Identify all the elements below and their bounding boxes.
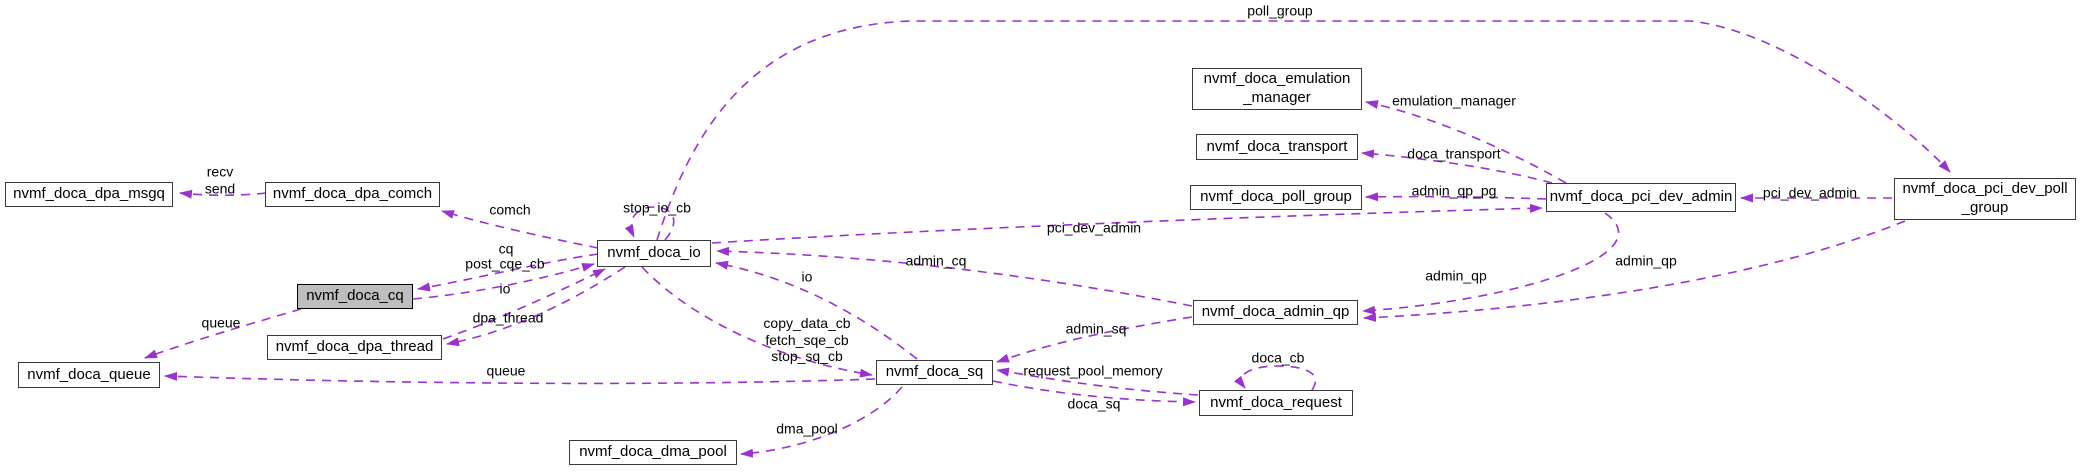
edge-label-dpa-thread: dpa_thread [472, 309, 544, 326]
node-nvmf-doca-cq: nvmf_doca_cq [297, 284, 413, 309]
edge-label-pci-dev-admin-right: pci_dev_admin [1762, 184, 1858, 201]
node-nvmf-doca-dpa-thread[interactable]: nvmf_doca_dpa_thread [267, 335, 442, 360]
edge-sq-to-dma-pool [740, 386, 903, 458]
edge-request-to-sq [996, 367, 1199, 396]
node-nvmf-doca-pci-dev-poll-group[interactable]: nvmf_doca_pci_dev_poll _group [1894, 178, 2076, 220]
node-nvmf-doca-dpa-msgq[interactable]: nvmf_doca_dpa_msgq [5, 182, 173, 207]
edge-label-dma-pool: dma_pool [776, 420, 838, 437]
node-nvmf-doca-emulation-manager[interactable]: nvmf_doca_emulation _manager [1192, 68, 1362, 110]
edge-label-admin-qp-pg: admin_qp_pg [1411, 182, 1497, 199]
edge-label-comch: comch [489, 201, 531, 218]
edge-label-queue-left: queue [201, 314, 241, 331]
node-nvmf-doca-pci-dev-admin[interactable]: nvmf_doca_pci_dev_admin [1546, 183, 1736, 212]
edge-pci-dev-poll-group-to-admin-qp [1363, 220, 1906, 322]
edge-cq-to-queue [144, 308, 302, 359]
edge-comch-to-msgq [179, 189, 267, 199]
edge-label-post-cqe-cb: post_cqe_cb [465, 255, 545, 272]
node-nvmf-doca-poll-group[interactable]: nvmf_doca_poll_group [1190, 185, 1362, 210]
edge-label-doca-sq: doca_sq [1067, 395, 1121, 412]
edge-label-request-pool-memory: request_pool_memory [1023, 362, 1163, 379]
edge-cq-to-io [412, 263, 595, 300]
node-nvmf-doca-admin-qp[interactable]: nvmf_doca_admin_qp [1193, 300, 1358, 325]
edge-io-to-comch [441, 210, 599, 249]
edge-label-admin-qp-b: admin_qp [1615, 252, 1677, 269]
edge-label-stop-io-cb: stop_io_cb [623, 199, 691, 216]
node-nvmf-doca-request[interactable]: nvmf_doca_request [1199, 390, 1353, 416]
node-nvmf-doca-transport[interactable]: nvmf_doca_transport [1196, 134, 1358, 160]
node-nvmf-doca-queue[interactable]: nvmf_doca_queue [18, 362, 160, 388]
edge-label-queue-center: queue [486, 362, 526, 379]
edge-pci-dev-admin-to-poll-group [1365, 192, 1547, 202]
edge-label-doca-cb: doca_cb [1251, 349, 1305, 366]
edge-label-poll-group: poll_group [1247, 2, 1313, 19]
edge-sq-to-request [992, 380, 1196, 407]
edge-io-to-dpa-thread [446, 266, 626, 347]
edge-io-to-cq [417, 253, 599, 292]
edge-request-self-loop-doca-cb [1234, 365, 1317, 391]
edge-label-pci-dev-admin-left: pci_dev_admin [1046, 219, 1142, 236]
edge-sq-to-queue [164, 371, 876, 385]
node-nvmf-doca-io[interactable]: nvmf_doca_io [597, 240, 711, 267]
edge-label-admin-cq: admin_cq [905, 252, 967, 269]
edge-io-self-loop-stop-io-cb [624, 206, 675, 241]
edge-pci-dev-admin-to-admin-qp [1362, 212, 1620, 315]
edge-admin-qp-to-sq [996, 316, 1193, 363]
edge-label-admin-sq: admin_sq [1065, 320, 1127, 337]
edge-label-doca-transport: doca_transport [1407, 145, 1501, 162]
edge-label-sq-callbacks: copy_data_cb fetch_sqe_cb stop_sq_cb [763, 315, 851, 365]
edge-label-io-right: io [801, 268, 813, 285]
node-nvmf-doca-sq[interactable]: nvmf_doca_sq [876, 360, 993, 385]
edge-label-admin-qp-a: admin_qp [1425, 267, 1487, 284]
edge-pci-dev-admin-to-transport [1361, 149, 1553, 184]
edge-dpa-thread-to-io [442, 268, 606, 340]
edge-pci-dev-admin-to-emulation-manager [1365, 100, 1567, 184]
edge-label-cq: cq [498, 240, 514, 257]
edge-label-emulation-manager: emulation_manager [1392, 92, 1516, 109]
node-nvmf-doca-dma-pool[interactable]: nvmf_doca_dma_pool [569, 440, 737, 465]
edge-sq-to-io [715, 260, 918, 360]
node-nvmf-doca-dpa-comch[interactable]: nvmf_doca_dpa_comch [265, 182, 440, 207]
edge-admin-qp-to-io [716, 246, 1193, 307]
edge-io-to-pci-dev-admin [711, 203, 1543, 244]
edge-label-recv-send: recv send [204, 163, 236, 196]
edge-io-to-pci-dev-poll-group [656, 20, 1951, 241]
edge-label-io-left: io [499, 280, 511, 297]
